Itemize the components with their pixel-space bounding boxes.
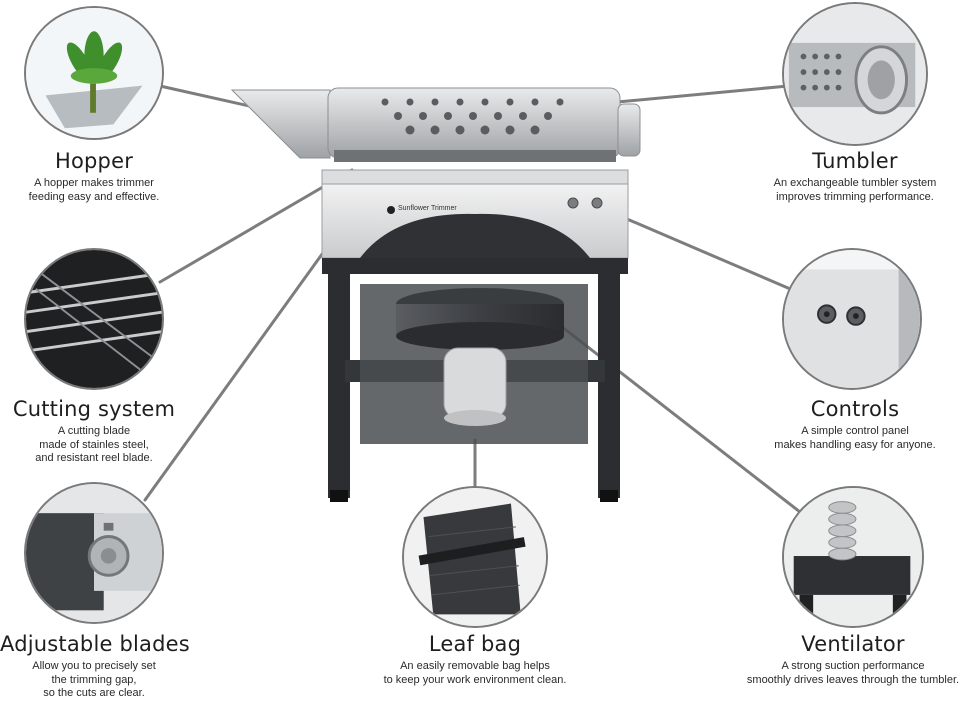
hopper-detail-circle <box>24 6 164 140</box>
ventilator-motor <box>443 347 507 419</box>
tumbler-end-cap <box>617 103 641 157</box>
feature-description: An easily removable bag helps to keep yo… <box>383 660 567 686</box>
feature-title: Tumbler <box>812 149 898 173</box>
tumbler-perforations <box>381 98 564 135</box>
cutting-system-detail-circle <box>24 248 164 390</box>
tumbler-detail-circle <box>782 2 928 146</box>
adjustable-blades-detail-circle <box>24 482 164 624</box>
control-knob-1 <box>567 197 579 209</box>
feature-title: Hopper <box>54 149 134 173</box>
stand-top-rail <box>322 258 628 274</box>
brand-label: Sunflower Trimmer <box>398 205 457 212</box>
leaf-bag-detail-icon <box>404 488 546 626</box>
controls-detail-icon <box>784 250 920 388</box>
feature-controls: Controls A simple control panel makes ha… <box>745 397 965 452</box>
feature-description: A cutting blade made of stainles steel, … <box>35 425 153 464</box>
ventilator-motor-base <box>444 410 506 426</box>
stand-right-foot <box>600 490 618 502</box>
ventilator-detail-circle <box>782 486 924 628</box>
feature-title: Controls <box>810 397 900 421</box>
drive-slot <box>334 150 616 162</box>
body-top-plate <box>321 169 629 185</box>
leader-line-adjustable-blades <box>143 248 327 502</box>
stand-left-foot <box>330 490 348 502</box>
controls-detail-circle <box>782 248 922 390</box>
leader-line-cutting-system <box>158 168 354 284</box>
leader-line-ventilator <box>546 314 802 514</box>
feature-title: Adjustable blades <box>0 632 190 656</box>
leader-line-controls <box>604 208 790 290</box>
tumbler-drum <box>327 87 621 159</box>
feature-title: Cutting system <box>12 397 176 421</box>
feature-ventilator: Ventilator A strong suction performance … <box>735 632 971 687</box>
cutting-system-detail-icon <box>26 250 162 388</box>
feature-description: A hopper makes trimmer feeding easy and … <box>28 177 160 203</box>
output-opening <box>360 213 590 258</box>
feature-hopper: Hopper A hopper makes trimmer feeding ea… <box>0 149 188 204</box>
stand-right-leg <box>598 270 620 498</box>
feature-description: A strong suction performance smoothly dr… <box>746 660 960 686</box>
brand-logo-mark <box>387 206 395 214</box>
control-knob-2 <box>591 197 603 209</box>
feature-title: Leaf bag <box>428 632 522 656</box>
tumbler-detail-icon <box>784 4 926 144</box>
hopper-detail-icon <box>26 8 162 138</box>
adjustable-blades-detail-icon <box>26 484 162 622</box>
feature-cutting-system: Cutting system A cutting blade made of s… <box>0 397 188 466</box>
feature-adjustable-blades: Adjustable blades Allow you to precisely… <box>0 632 190 701</box>
leader-line-tumbler <box>594 84 790 106</box>
feature-description: A simple control panel makes handling ea… <box>774 425 936 451</box>
feature-description: Allow you to precisely set the trimming … <box>32 660 156 699</box>
hopper-chute <box>230 89 331 159</box>
feature-title: Ventilator <box>801 632 905 656</box>
ventilator-detail-icon <box>784 488 922 626</box>
control-knobs <box>567 197 603 209</box>
stand-left-leg <box>328 270 350 498</box>
feature-leaf-bag: Leaf bag An easily removable bag helps t… <box>360 632 590 687</box>
ventilator-housing-bottom <box>396 322 564 350</box>
leaf-bag-detail-circle <box>402 486 548 628</box>
feature-tumbler: Tumbler An exchangeable tumbler system i… <box>745 149 965 204</box>
feature-description: An exchangeable tumbler system improves … <box>773 177 937 203</box>
